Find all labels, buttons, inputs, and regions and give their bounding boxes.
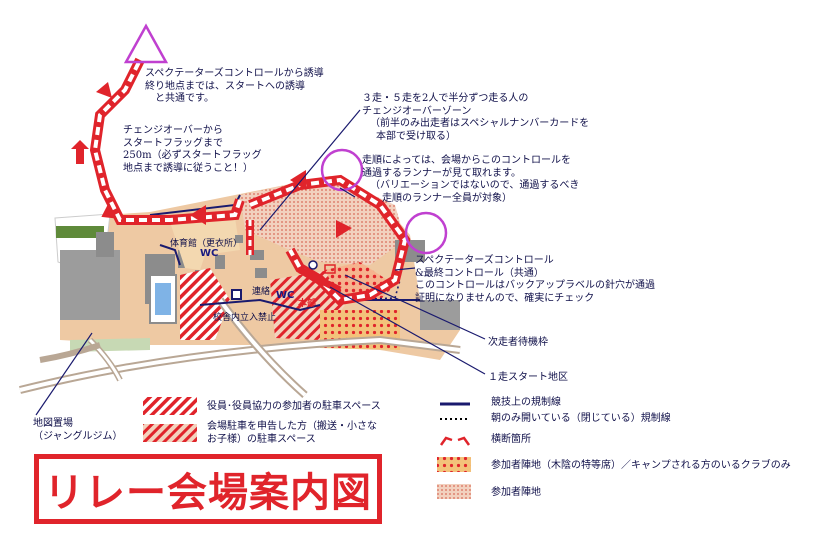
legend-parking-declared: 会場駐車を申告した方（搬送・小さな お子様）の駐車スペース	[207, 421, 377, 446]
legend-line: お子様）の駐車スペース	[207, 433, 316, 445]
note-line: 終り地点までは、スタートへの誘導	[145, 80, 305, 92]
control-circle-1	[320, 148, 364, 192]
legend-restriction-line: 競技上の規制線	[491, 397, 561, 408]
renraku-label: 連絡	[252, 287, 271, 297]
note-line: &最終コントロール（共通）	[415, 267, 544, 279]
change-zone-note: ３走・５走を2人で半分ずつ走る人の チェンジオーバーゾーン （前半のみ出走者はス…	[362, 93, 589, 143]
spectator-final-note: スペクテーターズコントロール &最終コントロール（共通） このコントロールはバッ…	[415, 255, 655, 305]
wc-label-main: WC	[276, 290, 295, 301]
no-entry-label: 校舎内立入禁止	[213, 313, 277, 323]
spectator-top-note: スペクテーターズコントロールから誘導 終り地点までは、スタートへの誘導 と共通で…	[145, 68, 324, 106]
note-line: （前半のみ出走者はスペシャルナンバーカードを	[370, 118, 590, 129]
changeover-flag-note: チェンジオーバーから スタートフラッグまで 250m（必ずスタートフラッグ 地点…	[123, 125, 262, 175]
order-visible-note: 走順によっては、会場からこのコントロールを 通過するランナーが見て取れます。 （…	[362, 155, 579, 205]
leader-lines	[35, 109, 486, 416]
map-place-note: 地図置場 （ジャングルジム）	[33, 418, 123, 443]
control-circle-2	[404, 211, 448, 255]
note-line: スペクテーターズコントロールから誘導	[145, 68, 324, 79]
gym-label: 体育館（更衣所）	[170, 239, 243, 249]
note-line: 走順によっては、会場からこのコントロールを	[362, 155, 571, 166]
note-line: スタートフラッグまで	[123, 137, 223, 149]
note-line: チェンジオーバーから	[123, 125, 223, 136]
legend-participant-area: 参加者陣地	[491, 487, 541, 498]
note-line: 地図置場	[33, 418, 73, 429]
note-line: チェンジオーバーゾーン	[362, 105, 472, 117]
note-line: と共通です。	[155, 93, 214, 104]
note-line: （バリエーションではないので、通過するべき	[370, 180, 580, 191]
route-arrows	[71, 82, 352, 238]
control-symbols	[123, 23, 448, 255]
note-line: 走順のランナー全員が対象）	[382, 192, 512, 204]
note-line: 証明になりませんので、確実にチェック	[415, 292, 595, 304]
map-title-box: リレー会場案内図	[34, 454, 382, 524]
note-line: ３走・５走を2人で半分ずつ走る人の	[362, 93, 529, 104]
legend-parking-staff: 役員･役員協力の参加者の駐車スペース	[207, 401, 381, 412]
legend-line: 会場駐車を申告した方（搬送・小さな	[207, 421, 377, 432]
legend-crossing: 横断箇所	[491, 434, 531, 445]
legend-camp-area: 参加者陣地（木陰の特等席）／キャンプされる方のいるクラブのみ	[491, 460, 791, 471]
legend-morning-line: 朝のみ開いている（閉じている）規制線	[491, 413, 671, 424]
wc-label-gym: WC	[200, 248, 219, 259]
honbu-label: 本部	[298, 299, 317, 309]
note-line: スペクテーターズコントロール	[415, 255, 554, 266]
note-line: 本部で受け取る）	[376, 130, 456, 142]
note-line: 地点まで誘導に従うこと！）	[123, 162, 253, 174]
note-line: 250m（必ずスタートフラッグ	[123, 150, 262, 161]
next-runner-label: 次走者待機枠	[488, 337, 548, 348]
note-line: （ジャングルジム）	[33, 430, 123, 442]
note-line: このコントロールはバックアップラベルの針穴が通過	[415, 280, 655, 291]
start-triangle	[123, 23, 169, 64]
map-title: リレー会場案内図	[44, 470, 372, 516]
note-line: 通過するランナーが見て取れます。	[362, 167, 521, 179]
legend-symbols	[143, 397, 471, 499]
site-markers	[231, 260, 336, 300]
first-start-label: １走スタート地区	[488, 372, 568, 383]
